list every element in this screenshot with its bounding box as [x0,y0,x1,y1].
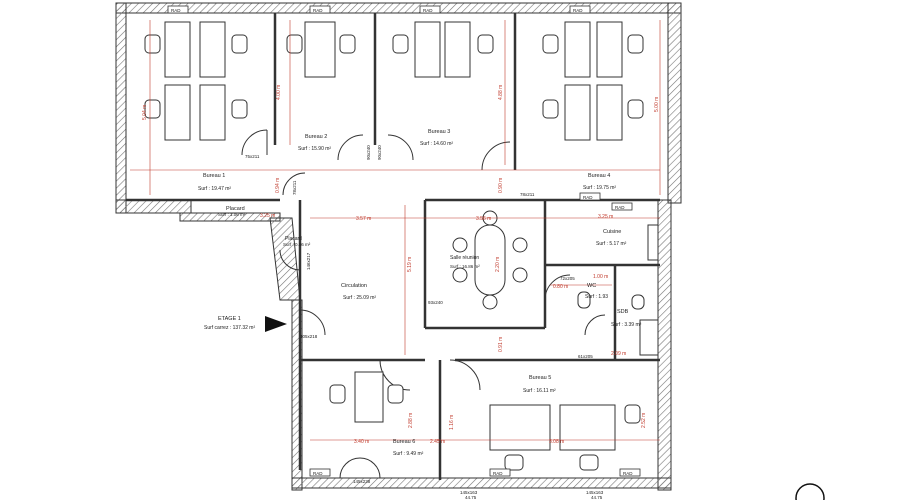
door-label-11: 146x217 [306,252,311,270]
room-surf-bureau5: Surf : 16.11 m² [523,388,556,394]
door-label-9: 61x205 [578,354,593,359]
dim-340: 3.40 m [354,439,369,445]
dim-325: 3.25 m [260,213,275,219]
dim-400: 4.00 m [276,85,282,100]
room-surf-bureau1: Surf : 19.47 m² [198,186,231,192]
furniture [144,21,659,471]
room-surf-sdb: Surf : 3.39 m² [611,322,642,328]
rad-label: RAD [313,8,323,13]
window-label-2-height: 44.75 [591,495,603,500]
door-label-1: 75x211 [245,154,260,159]
door-label-6: 93x240 [428,300,443,305]
etage-title: ETAGE 1 [218,316,241,322]
door-label-10: 145x238 [353,479,371,484]
dim-090: 0.90 m [498,178,504,193]
room-surf-bureau4: Surf : 19.75 m² [583,185,616,191]
dim-116: 1.16 m [449,415,455,430]
level-arrow-icon [265,316,287,332]
interior-walls [126,13,660,480]
room-surf-reunion: Surf : 16.86 m² [450,264,480,269]
dim-220: 2.20 m [495,257,501,272]
dim-094: 0.94 m [275,178,281,193]
dim-519: 5.19 m [407,257,413,272]
dim-245: 2.45 m [430,439,445,445]
dim-080: 0.80 m [553,284,568,290]
dim-288: 2.88 m [408,413,414,428]
rad-label: RAD [615,205,625,210]
window-label-1: 145x163 [460,490,478,495]
rad-label: RAD [493,471,503,476]
door-swings [241,129,606,479]
dim-325b: 3.25 m [598,214,613,220]
door-label-2: 78x211 [292,180,297,195]
radiators: RAD RAD RAD RAD RAD RAD RAD RAD RAD [167,5,641,477]
dim-488: 4.88 m [498,85,504,100]
room-name-circulation: Circulation [341,283,367,289]
dim-504: 5.04 m [142,105,148,120]
room-surf-wc: Surf : 1.93 [585,294,608,300]
room-name-bureau4: Bureau 4 [588,173,610,179]
room-name-sdb: SDB [617,309,629,315]
dim-500: 5.00 m [654,97,660,112]
room-name-cuisine: Cuisine [603,229,621,235]
room-surf-bureau3: Surf : 14.60 m² [420,141,453,147]
rad-label: RAD [423,8,433,13]
rad-label: RAD [573,8,583,13]
dim-100: 1.00 m [593,274,608,280]
room-name-placard2: Placard [285,236,302,242]
dim-091: 0.91 m [498,337,504,352]
room-surf-bureau2: Surf : 15.90 m² [298,146,331,152]
exterior-walls [115,2,682,491]
door-label-3: 90x240 [366,145,371,160]
room-name-bureau5: Bureau 5 [529,375,551,381]
room-name-wc: WC [587,283,596,289]
dim-357: 3.57 m [356,216,371,222]
room-surf-bureau6: Surf : 9.49 m² [393,451,424,457]
room-surf-placard1: Surf : 1.06 m² [218,212,246,217]
window-labels: 145x163 44.75 145x163 44.75 [460,490,604,500]
rad-label: RAD [623,471,633,476]
floor-title: ETAGE 1 Surf carrez : 137.32 m² [204,316,287,332]
door-label-7: 72x205 [560,276,575,281]
dim-308: 3.08 m [549,439,564,445]
room-surf-placard2: Surf : 0.66 m² [283,242,311,247]
dim-252: 2.52 m [641,413,647,428]
room-name-placard1: Placard [226,206,245,212]
rad-label: RAD [583,195,593,200]
north-arrow-icon [795,483,825,500]
etage-surf: Surf carrez : 137.32 m² [204,325,255,331]
dim-209: 2.09 m [611,351,626,357]
dimension-lines [130,20,661,441]
room-name-reunion: Salle réunion [450,255,479,261]
door-label-4: 90x240 [377,145,382,160]
dimension-labels: 5.04 m 4.00 m 4.88 m 5.00 m 0.94 m 0.90 … [142,85,660,445]
room-surf-circulation: Surf : 25.09 m² [343,295,376,301]
dim-356: 3.56 m [476,216,491,222]
room-name-bureau6: Bureau 6 [393,439,415,445]
room-surf-cuisine: Surf : 5.17 m² [596,241,627,247]
window-label-2: 145x163 [586,490,604,495]
room-labels: Bureau 1 Surf : 19.47 m² Bureau 2 Surf :… [198,129,642,457]
window-label-1-height: 44.75 [465,495,477,500]
door-label-8: 105x218 [300,334,318,339]
rad-label: RAD [313,471,323,476]
rad-label: RAD [171,8,181,13]
door-label-5: 78x211 [520,192,535,197]
room-name-bureau1: Bureau 1 [203,173,225,179]
room-name-bureau3: Bureau 3 [428,129,450,135]
room-name-bureau2: Bureau 2 [305,134,327,140]
door-labels: 75x211 78x211 90x240 90x240 78x211 93x24… [245,145,593,484]
